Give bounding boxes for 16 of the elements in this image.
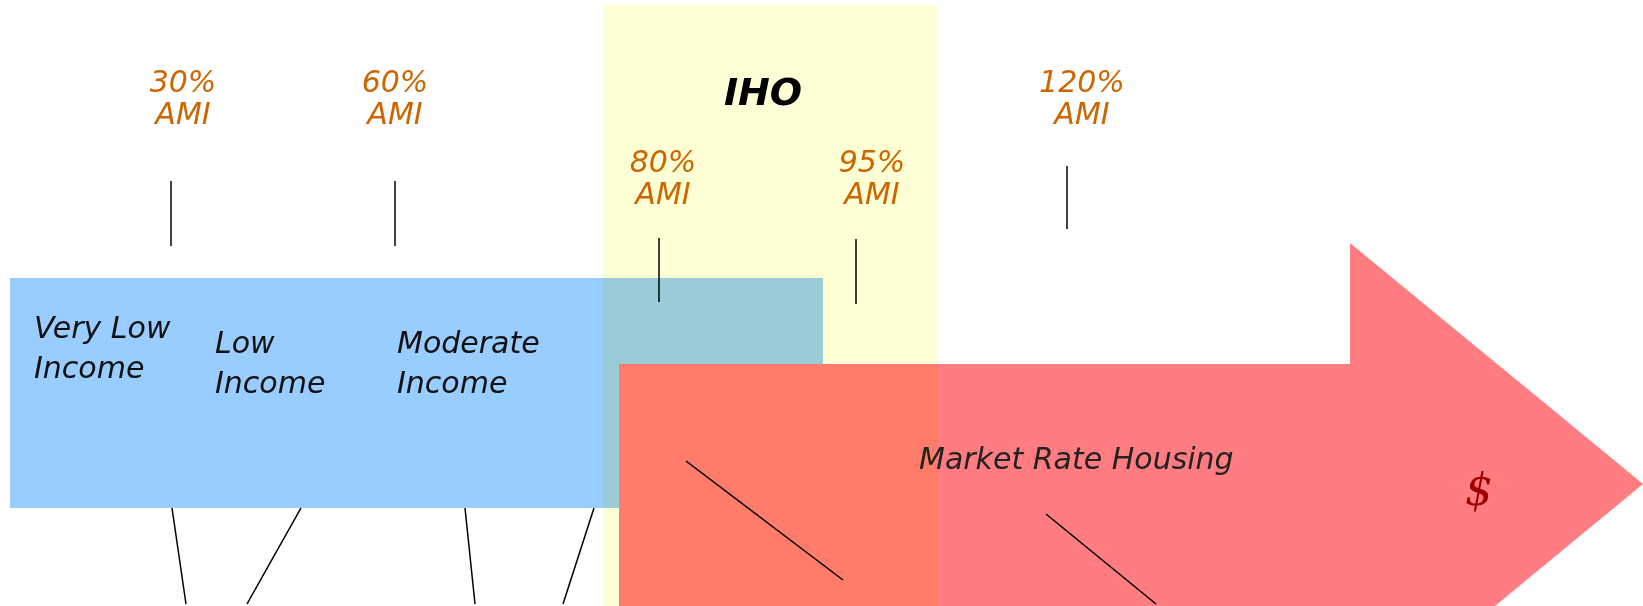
- leader-line: [246, 507, 302, 605]
- leader-line: [171, 507, 187, 605]
- currency-symbol: $: [1464, 465, 1494, 515]
- threshold-label: 95% AMI: [837, 146, 907, 210]
- arrow-label: Market Rate Housing: [919, 440, 1235, 478]
- leader-line: [464, 507, 476, 605]
- income-category: Very Low Income: [34, 308, 184, 503]
- threshold-label: 120% AMI: [1038, 66, 1126, 130]
- threshold-label: 60% AMI: [360, 66, 430, 130]
- leader-line: [1045, 513, 1157, 605]
- leader-line: [562, 507, 595, 605]
- band-heading: IHO: [722, 70, 804, 114]
- income-category: Low Income: [215, 323, 365, 485]
- threshold-label: 30% AMI: [148, 66, 218, 130]
- income-category: Moderate Income: [397, 323, 587, 454]
- threshold-label: 80% AMI: [628, 146, 698, 210]
